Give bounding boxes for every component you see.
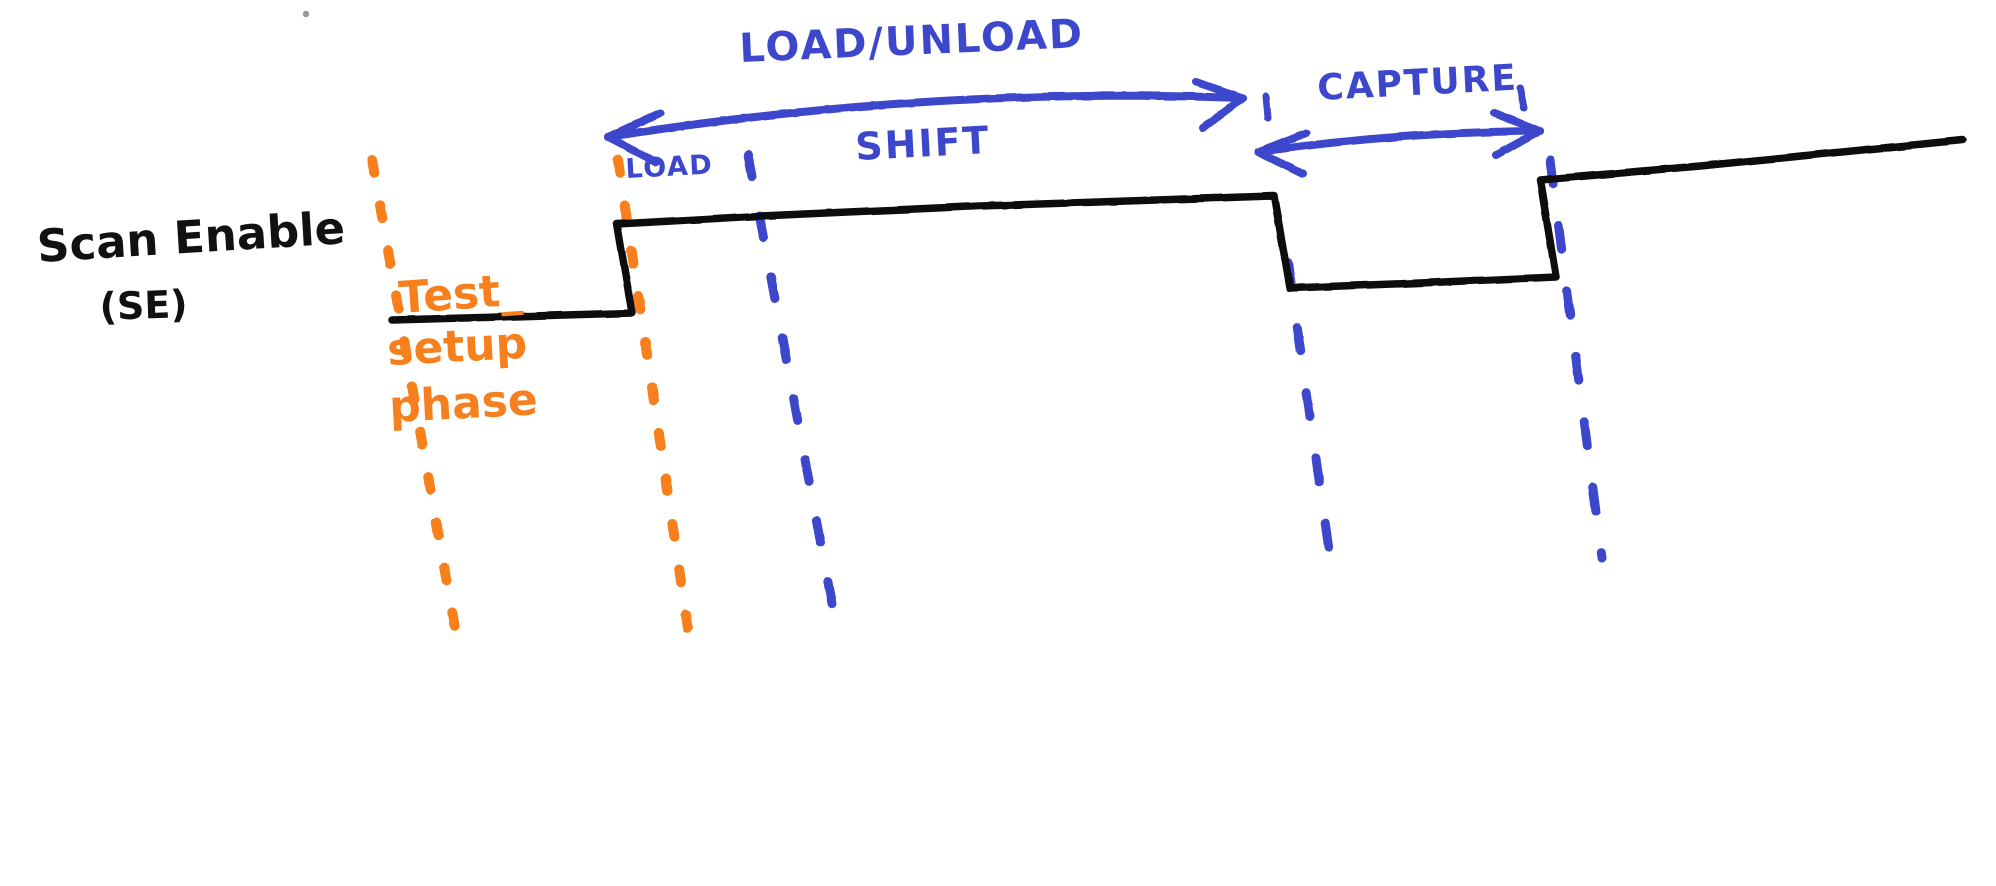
capture-end-boundary [1545, 155, 1607, 563]
scan-enable-waveform [388, 136, 1967, 324]
load-sublabel: LOAD [625, 149, 714, 185]
shift-sublabel: SHIFT [854, 118, 991, 169]
stray-dot [302, 10, 310, 18]
capture-start-boundary [1283, 257, 1339, 590]
load-shift-divider-boundary [743, 150, 841, 630]
capture-span-label: CAPTURE [1316, 58, 1519, 109]
load-unload-span-arrow [604, 78, 1247, 166]
signal-name-label: Scan Enable [35, 201, 346, 273]
test-setup-end-boundary [613, 155, 697, 660]
test-setup-phase-line-1: Test_ [397, 265, 523, 324]
load-unload-span-label: LOAD/UNLOAD [738, 11, 1085, 72]
test-setup-phase-line-2: setup [386, 318, 528, 376]
test-setup-phase-line-3: phase [388, 374, 539, 433]
capture-span-arrow [1254, 84, 1544, 178]
test-setup-start-boundary [367, 155, 463, 650]
signal-abbreviation-label: (SE) [99, 282, 189, 329]
